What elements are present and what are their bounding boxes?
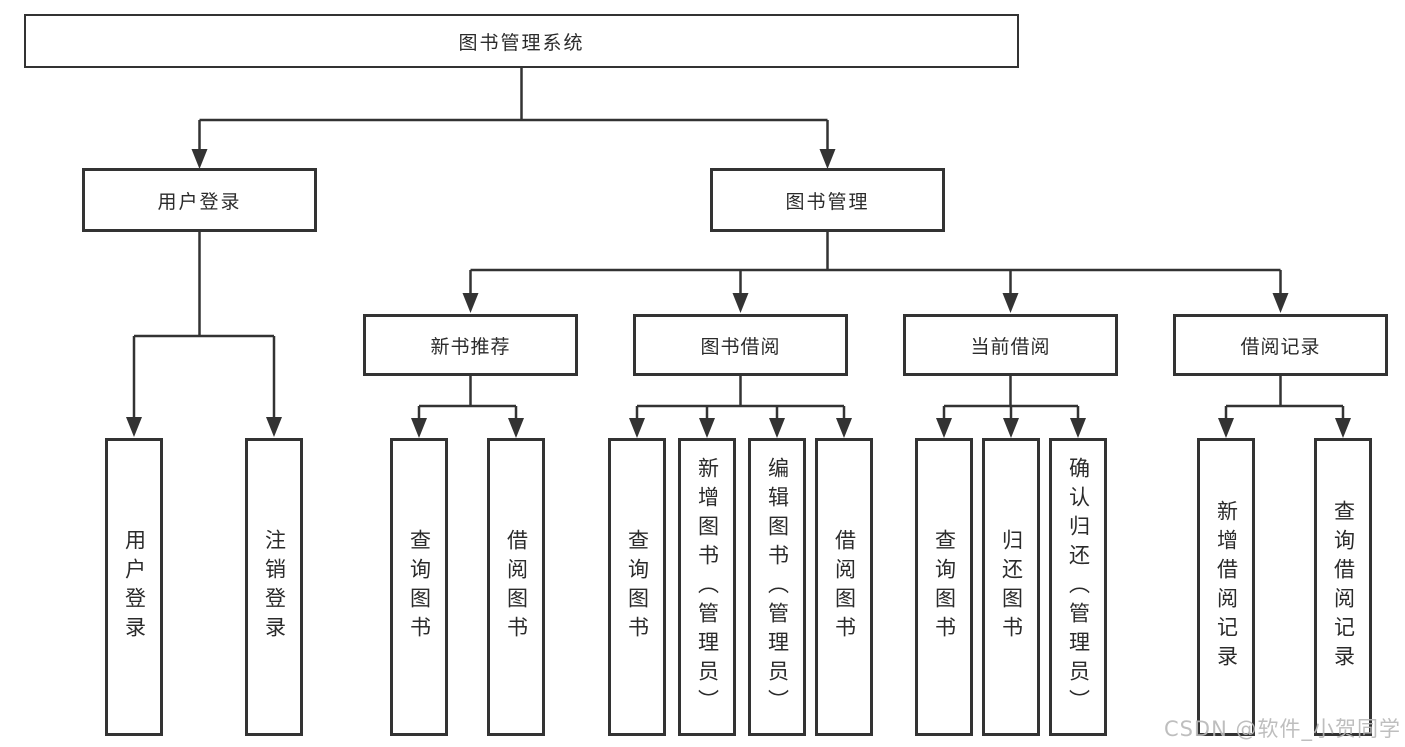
leaf-logout: 注销登录: [245, 438, 303, 736]
leaf-borrow-books: 借阅图书: [815, 438, 873, 736]
leaf-user-login: 用户登录: [105, 438, 163, 736]
leaf-add-borrow-record: 新增借阅记录: [1197, 438, 1255, 736]
leaf-query-books-current: 查询图书: [915, 438, 973, 736]
node-system-root: 图书管理系统: [24, 14, 1019, 68]
leaf-label: 用户登录: [122, 529, 147, 645]
leaf-label: 查询图书: [407, 529, 432, 645]
node-current-borrow: 当前借阅: [903, 314, 1118, 376]
leaf-query-books-recommend: 查询图书: [390, 438, 448, 736]
leaf-label: 确认归还（管理员）: [1066, 456, 1091, 718]
leaf-label: 查询图书: [932, 529, 957, 645]
node-user-login: 用户登录: [82, 168, 317, 232]
leaf-query-books-borrow: 查询图书: [608, 438, 666, 736]
node-new-book-recommend: 新书推荐: [363, 314, 578, 376]
leaf-label: 新增图书（管理员）: [695, 456, 720, 718]
leaf-label: 借阅图书: [832, 529, 857, 645]
leaf-return-books: 归还图书: [982, 438, 1040, 736]
leaf-label: 新增借阅记录: [1214, 500, 1239, 674]
leaf-edit-book-admin: 编辑图书（管理员）: [748, 438, 806, 736]
node-book-borrow: 图书借阅: [633, 314, 848, 376]
leaf-borrow-books-recommend: 借阅图书: [487, 438, 545, 736]
leaf-confirm-return-admin: 确认归还（管理员）: [1049, 438, 1107, 736]
leaf-label: 编辑图书（管理员）: [765, 456, 790, 718]
leaf-label: 注销登录: [262, 529, 287, 645]
node-book-management: 图书管理: [710, 168, 945, 232]
leaf-label: 查询借阅记录: [1331, 500, 1356, 674]
leaf-label: 归还图书: [999, 529, 1024, 645]
leaf-label: 查询图书: [625, 529, 650, 645]
leaf-query-borrow-record: 查询借阅记录: [1314, 438, 1372, 736]
csdn-watermark: CSDN @软件_小贺同学: [1163, 717, 1401, 741]
leaf-label: 借阅图书: [504, 529, 529, 645]
node-borrow-records: 借阅记录: [1173, 314, 1388, 376]
leaf-add-book-admin: 新增图书（管理员）: [678, 438, 736, 736]
